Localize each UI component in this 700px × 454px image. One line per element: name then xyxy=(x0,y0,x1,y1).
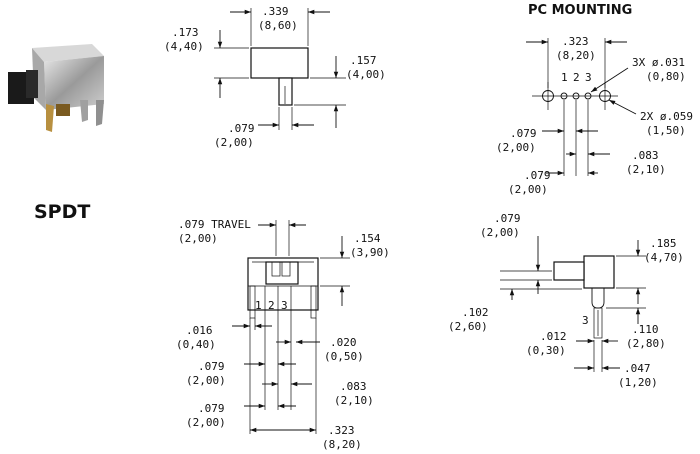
front-pin-label-3: 3 xyxy=(281,299,288,312)
front-pin-label-1: 1 xyxy=(255,299,262,312)
small-hole-3 xyxy=(584,92,592,100)
dim-travel-mm: (2,00) xyxy=(178,232,218,245)
front-pin-label-2: 2 xyxy=(268,299,275,312)
side-view-clip xyxy=(591,288,605,309)
dim-154-mm: (3,90) xyxy=(350,246,390,259)
dim-079-pc2-in: .079 xyxy=(524,169,551,182)
dim-020-in: .020 xyxy=(330,336,357,349)
dim-079-top-in: .079 xyxy=(228,122,255,135)
dim-travel-in: .079 TRAVEL xyxy=(178,218,251,231)
front-view: 1 2 3 .079 TRAVEL (2,00) .154 (3,90) .01… xyxy=(176,218,390,451)
dim-079-side-mm: (2,00) xyxy=(480,226,520,239)
dim-079-fa-in: .079 xyxy=(198,360,225,373)
dim-110-in: .110 xyxy=(632,323,659,336)
dim-020-mm: (0,50) xyxy=(324,350,364,363)
dim-339-in: .339 xyxy=(262,5,289,18)
pc-mounting-view: 1 2 3 .323 (8,20) 3X ø.031 (0,80) 2X ø.0… xyxy=(496,35,693,196)
dim-083-front-mm: (2,10) xyxy=(334,394,374,407)
dim-157-mm: (4,00) xyxy=(346,68,386,81)
pc-pin-label-2: 2 xyxy=(573,71,580,84)
pc-pin-label-1: 1 xyxy=(561,71,568,84)
top-view-body xyxy=(250,47,309,79)
dim-323-pc-in: .323 xyxy=(562,35,589,48)
dim-012-mm: (0,30) xyxy=(526,344,566,357)
large-hole-right xyxy=(599,90,611,102)
side-view-actuator xyxy=(553,261,585,281)
dim-083-pc-mm: (2,10) xyxy=(626,163,666,176)
holes-large-in: 2X ø.059 xyxy=(640,110,693,123)
dim-157-in: .157 xyxy=(350,54,377,67)
dim-154-in: .154 xyxy=(354,232,381,245)
spdt-label: SPDT xyxy=(34,201,90,223)
dim-012-in: .012 xyxy=(540,330,567,343)
holes-large-mm: (1,50) xyxy=(646,124,686,137)
slide-switch-photo xyxy=(8,44,104,132)
dim-079-pc1-in: .079 xyxy=(510,127,537,140)
mount-leg-right xyxy=(310,285,317,319)
dim-079-pc2-mm: (2,00) xyxy=(508,183,548,196)
side-view-body xyxy=(583,255,615,289)
dim-079-fb-mm: (2,00) xyxy=(186,416,226,429)
side-view-pin xyxy=(593,307,603,339)
dim-047-mm: (1,20) xyxy=(618,376,658,389)
mount-leg-left xyxy=(249,285,256,319)
holes-small-mm: (0,80) xyxy=(646,70,686,83)
dim-323-front-in: .323 xyxy=(328,424,355,437)
dim-083-front-in: .083 xyxy=(340,380,367,393)
top-view-pin xyxy=(278,77,293,106)
dim-016-mm: (0,40) xyxy=(176,338,216,351)
dim-047-in: .047 xyxy=(624,362,651,375)
dim-173-in: .173 xyxy=(172,26,199,39)
dim-339-mm: (8,60) xyxy=(258,19,298,32)
small-hole-2 xyxy=(572,92,580,100)
dim-016-in: .016 xyxy=(186,324,213,337)
pc-mounting-title: PC MOUNTING xyxy=(528,3,632,18)
large-hole-left xyxy=(542,90,554,102)
dim-079-fb-in: .079 xyxy=(198,402,225,415)
dim-323-pc-mm: (8,20) xyxy=(556,49,596,62)
pc-pin-label-3: 3 xyxy=(585,71,592,84)
dim-185-in: .185 xyxy=(650,237,677,250)
dim-079-fa-mm: (2,00) xyxy=(186,374,226,387)
dim-102-mm: (2,60) xyxy=(448,320,488,333)
dim-079-top-mm: (2,00) xyxy=(214,136,254,149)
top-view: .339 (8,60) .173 (4,40) .157 (4,00) .079… xyxy=(164,5,386,149)
dim-083-pc-in: .083 xyxy=(632,149,659,162)
dim-110-mm: (2,80) xyxy=(626,337,666,350)
small-hole-1 xyxy=(560,92,568,100)
dim-079-pc1-mm: (2,00) xyxy=(496,141,536,154)
dim-173-mm: (4,40) xyxy=(164,40,204,53)
dim-079-side-in: .079 xyxy=(494,212,521,225)
dim-102-in: .102 xyxy=(462,306,489,319)
dim-323-front-mm: (8,20) xyxy=(322,438,362,451)
dim-185-mm: (4,70) xyxy=(644,251,684,264)
side-view: 3 .079 (2,00) .185 (4,70) .102 (2,60) .1… xyxy=(448,212,684,389)
side-pin-label-3: 3 xyxy=(582,314,589,327)
holes-small-in: 3X ø.031 xyxy=(632,56,685,69)
